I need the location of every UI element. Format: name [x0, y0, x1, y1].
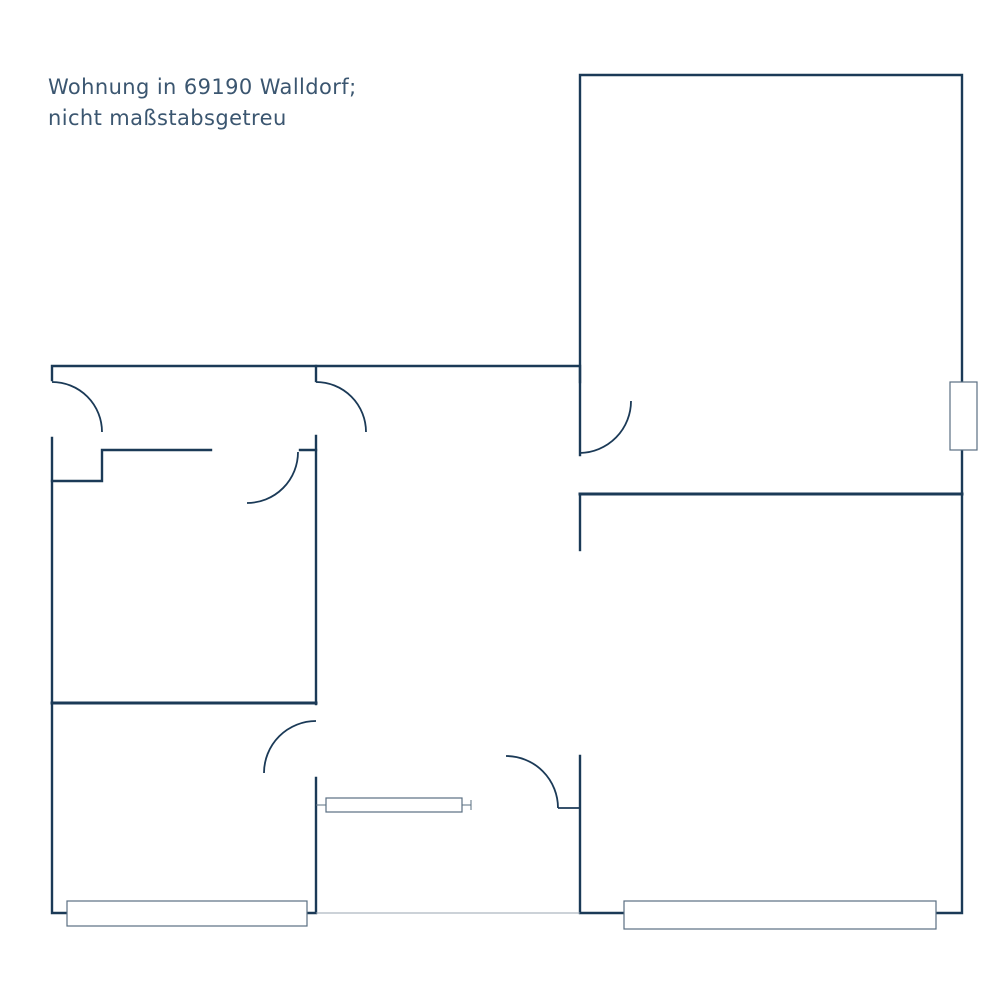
door-swing-1 — [51, 381, 103, 433]
window-right — [949, 381, 978, 451]
wall-niche — [50, 448, 213, 483]
shelf-hallway — [325, 797, 463, 813]
doors — [51, 381, 632, 809]
wall-right-lower — [934, 447, 964, 915]
door-swing-5 — [263, 720, 317, 774]
door-swing-3 — [246, 451, 299, 504]
window-bottom-left — [66, 900, 308, 927]
window-bottom-right — [623, 900, 937, 930]
door-swing-6 — [505, 755, 559, 809]
door-swing-4 — [579, 400, 632, 454]
wall-living-left — [578, 754, 626, 915]
door-swing-2 — [315, 381, 367, 433]
wall-left-outer — [50, 436, 69, 915]
shelf-hallway-ticks — [316, 798, 472, 812]
wall-top-right-room — [578, 73, 964, 457]
wall-hall-left-lower — [305, 776, 318, 915]
walls — [50, 73, 964, 915]
caption-line-2: nicht maßstabsgetreu — [48, 106, 287, 130]
windows — [66, 381, 978, 930]
plan-caption: Wohnung in 69190 Walldorf; nicht maßstab… — [48, 72, 357, 134]
caption-line-1: Wohnung in 69190 Walldorf; — [48, 75, 357, 99]
